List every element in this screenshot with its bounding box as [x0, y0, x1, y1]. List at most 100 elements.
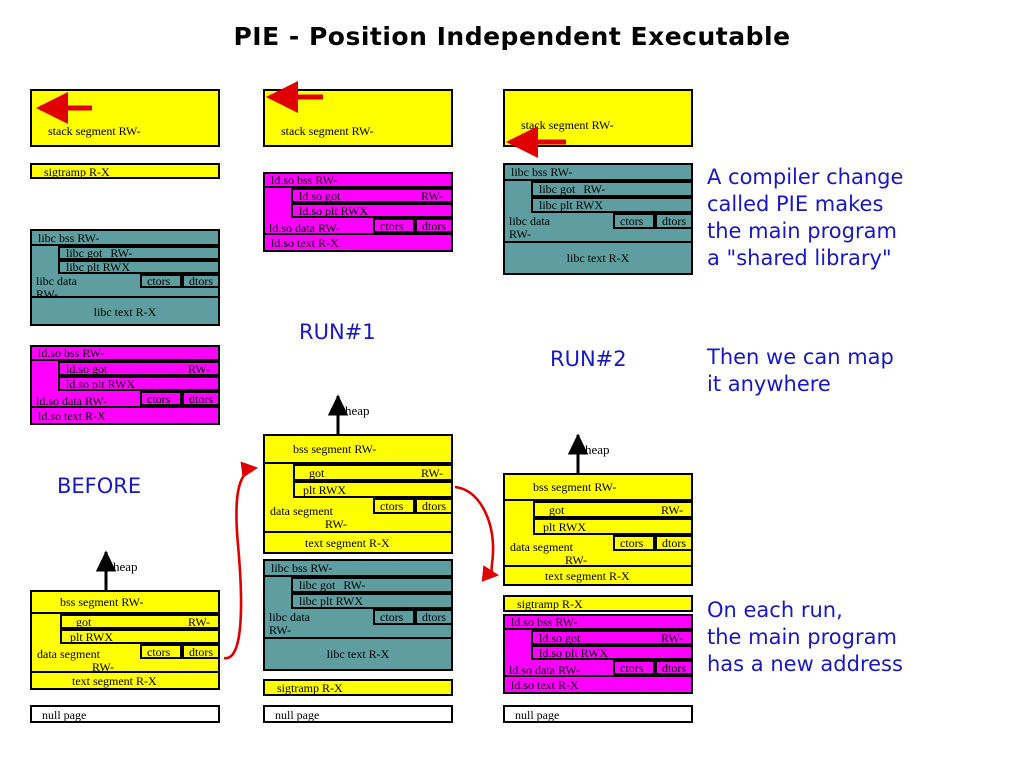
run2-main-program: bss segment RW- got RW- plt RWX ctors dt… [503, 473, 693, 586]
before-libc-ctors: ctors [140, 274, 182, 288]
before-ldso-got: ld.so got RW- [58, 361, 218, 376]
run1-ldso-bss: ld.so bss RW- [265, 173, 451, 188]
run2-libc-text: libc text R-X [505, 241, 691, 273]
run1-bss: bss segment RW- [265, 436, 451, 464]
run1-ldso-ctors: ctors [373, 218, 415, 233]
run1-plt: plt RWX [293, 481, 451, 498]
run1-ldso-text: ld.so text R-X [265, 233, 451, 250]
before-ldso-data-label: ld.so data RW- [36, 394, 107, 408]
before-ldso-text: ld.so text R-X [32, 406, 218, 423]
run1-ldso-plt: ld.so plt RWX [291, 203, 451, 218]
run1-null-page-label: null page [275, 708, 320, 722]
run1-text-label: text segment R-X [305, 535, 390, 550]
run1-ldso-bss-label: ld.so bss RW- [271, 173, 338, 187]
before-libc-text-label-2: libc text R-X [93, 305, 157, 319]
run2-libc-block: libc bss RW- libc got RW- libc plt RWX c… [503, 163, 693, 275]
run2-bss: bss segment RW- [505, 475, 691, 501]
before-sigtramp: sigtramp R-X [30, 163, 220, 179]
before-ldso-bss-label: ld.so bss RW- [38, 346, 105, 360]
before-libc-data-label: libc data [36, 274, 77, 288]
run1-libc-text: libc text R-X [265, 637, 451, 669]
run1-ldso-ctors-label: ctors [380, 218, 404, 233]
before-heap-label: heap [113, 559, 138, 574]
run1-got-label: got [309, 465, 325, 480]
note-compiler-change: A compiler change called PIE makes the m… [707, 165, 904, 270]
run2-libc-got-perm: RW- [583, 182, 606, 196]
reloc-arrow-before-to-run1 [223, 461, 259, 660]
run2-bss-label: bss segment RW- [533, 480, 617, 494]
run2-dtors: dtors [655, 535, 691, 551]
run1-libc-got-perm: RW- [343, 578, 366, 592]
run1-ldso-data-label: ld.so data RW- [269, 221, 340, 235]
before-null-page: null page [30, 705, 220, 723]
before-libc-text-area: libc text R-X [30, 296, 220, 326]
before-plt: plt RWX [60, 629, 218, 644]
run2-column-label: RUN#2 [550, 347, 627, 371]
run2-ldso-got-label: ld.so got [539, 630, 581, 645]
run2-ctors: ctors [613, 535, 655, 551]
run2-ldso-got-perm: RW- [660, 630, 683, 645]
run2-got-perm: RW- [660, 502, 683, 517]
before-ctors: ctors [140, 644, 182, 659]
run2-ldso-ctors-label: ctors [620, 660, 644, 675]
run1-ldso-got: ld.so got RW- [291, 188, 451, 203]
before-ldso-bss: ld.so bss RW- [32, 346, 218, 361]
before-libc-dtors: dtors [182, 274, 218, 288]
run1-libc-bss: libc bss RW- [265, 561, 451, 577]
run2-ldso-dtors-label: dtors [662, 660, 686, 675]
before-libc-dtors-label: dtors [189, 274, 213, 288]
run1-ctors-label: ctors [380, 499, 404, 513]
run2-ldso-bss: ld.so bss RW- [505, 615, 691, 630]
before-ldso-got-perm: RW- [187, 361, 210, 376]
run2-libc-ctors: ctors [613, 213, 655, 229]
before-text: text segment R-X [32, 671, 218, 688]
before-got-label: got [76, 614, 92, 629]
run1-libc-data-label: libc data [269, 610, 310, 624]
before-text-label: text segment R-X [72, 673, 157, 688]
before-ldso-ctors-label: ctors [147, 391, 171, 406]
before-got-perm: RW- [187, 614, 210, 629]
before-dtors-label: dtors [189, 644, 213, 659]
note-new-address: On each run, the main program has a new … [707, 598, 903, 676]
run2-plt: plt RWX [533, 518, 691, 535]
run2-libc-got-label: libc got [539, 182, 576, 196]
before-ldso-plt: ld.so plt RWX [58, 376, 218, 391]
run2-null-page-label: null page [515, 708, 560, 722]
run1-dtors-label: dtors [422, 499, 446, 513]
run1-plt-label: plt RWX [303, 482, 347, 497]
run2-ldso-text: ld.so text R-X [505, 675, 691, 692]
run2-data-perm: RW- [565, 553, 588, 567]
run2-ldso-got: ld.so got RW- [531, 630, 691, 645]
before-libc-bss-label: libc bss RW- [38, 230, 100, 245]
run2-text-label: text segment R-X [545, 568, 630, 583]
before-libc-got-perm: RW- [110, 246, 133, 260]
run1-ldso-text-label: ld.so text R-X [271, 235, 339, 250]
run2-dtors-label: dtors [662, 536, 686, 550]
before-libc-got: libc got RW- [58, 246, 218, 260]
run1-libc-plt: libc plt RWX [291, 593, 451, 609]
run2-sigtramp: sigtramp R-X [503, 595, 693, 612]
run1-data-perm: RW- [325, 517, 348, 531]
before-stack-label: stack segment RW- [48, 124, 141, 138]
before-column-label: BEFORE [57, 474, 142, 498]
before-ldso-ctors: ctors [140, 391, 182, 406]
run1-libc-got: libc got RW- [291, 577, 451, 593]
run1-libc-bss-label: libc bss RW- [271, 561, 333, 575]
before-main-program: bss segment RW- got RW- plt RWX ctors dt… [30, 590, 220, 690]
before-ldso-block: ld.so bss RW- ld.so got RW- ld.so plt RW… [30, 345, 220, 425]
before-ldso-plt-label: ld.so plt RWX [66, 376, 136, 391]
run2-ldso-bss-label: ld.so bss RW- [511, 615, 578, 629]
run2-heap-label: heap [585, 442, 610, 457]
before-ldso-dtors: dtors [182, 391, 218, 406]
before-ldso-dtors-label: dtors [189, 391, 213, 406]
run2-ldso-dtors: dtors [655, 660, 691, 675]
run1-libc-got-label: libc got [299, 578, 336, 592]
before-libc-ctors-label: ctors [147, 274, 171, 288]
reloc-arrow-run1-to-run2 [454, 485, 500, 582]
run1-null-page: null page [263, 705, 453, 723]
run2-null-page: null page [503, 705, 693, 723]
run2-libc-plt-label: libc plt RWX [539, 198, 603, 212]
before-bss: bss segment RW- [32, 592, 218, 614]
run1-libc-dtors-label: dtors [422, 610, 446, 624]
run1-column-label: RUN#1 [299, 320, 376, 344]
